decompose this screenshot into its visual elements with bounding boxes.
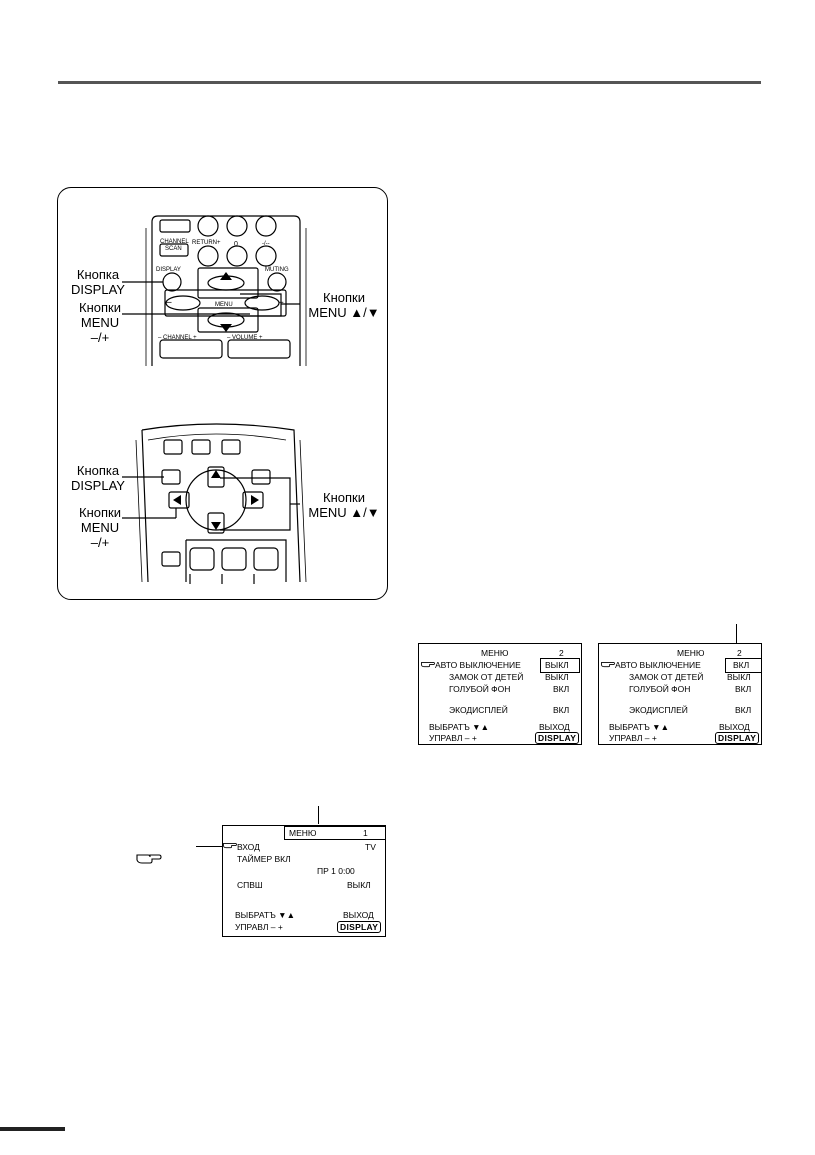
osd-select-label: ВЫБРАТЪ ▼▲ xyxy=(235,910,295,920)
osd-child-lock-label: ЗАМОК ОТ ДЕТЕЙ xyxy=(629,672,704,682)
down-arrow-icon xyxy=(211,522,221,530)
osd-spvsh-label: СПВШ xyxy=(237,880,263,890)
highlight-auto-off-value xyxy=(540,658,580,673)
osd-display-badge: DISPLAY xyxy=(337,921,382,933)
osd-timer-label: ТАЙМЕР ВКЛ xyxy=(237,854,291,864)
osd-auto-off-label: АВТО ВЫКЛЮЧЕНИЕ xyxy=(435,660,521,670)
osd-control-label: УПРАВЛ – + xyxy=(429,733,477,743)
callout-line-menu-title xyxy=(318,806,319,824)
osd-spvsh-value: ВЫКЛ xyxy=(347,880,371,890)
osd-auto-off-value: ВЫКЛ xyxy=(545,660,569,670)
osd-input-value: TV xyxy=(365,842,376,852)
highlight-auto-off-value xyxy=(725,658,762,673)
remote-1 xyxy=(145,215,307,366)
svg-text:– CHANNEL +: – CHANNEL + xyxy=(158,335,197,341)
svg-text:–: – xyxy=(166,297,172,308)
label-menu-minus-plus-1: Кнопки MENU –/+ xyxy=(79,300,121,345)
osd-display-badge: DISPLAY xyxy=(715,732,760,744)
osd-blue-bg-value: ВКЛ xyxy=(735,684,752,694)
left-arrow-icon xyxy=(173,495,181,505)
osd-menu-page-2-on: МЕНЮ 2 АВТО ВЫКЛЮЧЕНИЕ ВКЛ ЗАМОК ОТ ДЕТЕ… xyxy=(598,643,762,745)
highlight-menu-title xyxy=(284,826,386,840)
osd-page-number: 2 xyxy=(559,648,564,658)
osd-timer-value: ПР 1 0:00 xyxy=(317,866,355,876)
osd-page-number: 1 xyxy=(363,828,368,838)
osd-exit-label: ВЫХОД xyxy=(343,910,374,920)
remote-2-callouts xyxy=(122,476,300,531)
pointer-icon xyxy=(223,842,237,849)
label-display-button-1: Кнопка DISPLAY xyxy=(71,267,125,297)
osd-child-lock-value: ВЫКЛ xyxy=(545,672,569,682)
osd-blue-bg-value: ВКЛ xyxy=(553,684,570,694)
remote-illustrations: CHANNEL SCAN RETURN+ 0 -/-- DISPLAY MUTI… xyxy=(122,215,307,584)
osd-title: МЕНЮ xyxy=(289,828,317,838)
osd-menu-page-2-off: МЕНЮ 2 АВТО ВЫКЛЮЧЕНИЕ ВЫКЛ ЗАМОК ОТ ДЕТ… xyxy=(418,643,582,745)
osd-control-label: УПРАВЛ – + xyxy=(609,733,657,743)
osd-select-label: ВЫБРАТЪ ▼▲ xyxy=(609,722,669,732)
svg-text:MENU: MENU xyxy=(215,302,233,308)
osd-eco-value: ВКЛ xyxy=(735,705,752,715)
osd-menu-page-1: МЕНЮ 1 ВХОД TV ТАЙМЕР ВКЛ ПР 1 0:00 СПВШ… xyxy=(222,825,386,937)
svg-text:– VOLUME +: – VOLUME + xyxy=(227,335,263,341)
svg-text:+: + xyxy=(278,298,284,309)
pointing-hand-icon xyxy=(136,854,162,864)
osd-title: МЕНЮ xyxy=(481,648,509,658)
callout-line-value xyxy=(736,624,737,658)
osd-select-label: ВЫБРАТЪ ▼▲ xyxy=(429,722,489,732)
top-rule xyxy=(58,81,761,84)
menu-up-arrow-icon xyxy=(220,272,232,280)
osd-blue-bg-label: ГОЛУБОЙ ФОН xyxy=(629,684,691,694)
label-menu-up-down-1: Кнопки MENU ▲/▼ xyxy=(308,290,380,320)
osd-page-number: 2 xyxy=(737,648,742,658)
osd-control-label: УПРАВЛ – + xyxy=(235,922,283,932)
right-arrow-icon xyxy=(251,495,259,505)
osd-eco-label: ЭКОДИСПЛЕЙ xyxy=(629,705,688,715)
svg-text:CHANNEL: CHANNEL xyxy=(160,239,189,245)
remote-2 xyxy=(135,423,307,584)
osd-display-badge: DISPLAY xyxy=(535,732,580,744)
osd-exit-label: ВЫХОД xyxy=(539,722,570,732)
label-display-button-2: Кнопка DISPLAY xyxy=(71,463,125,493)
osd-auto-off-value: ВКЛ xyxy=(733,660,750,670)
osd-input-label: ВХОД xyxy=(237,842,260,852)
pointer-icon xyxy=(421,661,435,668)
svg-text:RETURN+: RETURN+ xyxy=(192,240,221,246)
osd-child-lock-value: ВЫКЛ xyxy=(727,672,751,682)
osd-child-lock-label: ЗАМОК ОТ ДЕТЕЙ xyxy=(449,672,524,682)
pointer-icon xyxy=(601,661,615,668)
callout-line-pointer xyxy=(196,846,230,847)
svg-text:SCAN: SCAN xyxy=(165,246,182,252)
svg-text:DISPLAY: DISPLAY xyxy=(156,267,181,273)
osd-title: МЕНЮ xyxy=(677,648,705,658)
osd-eco-value: ВКЛ xyxy=(553,705,570,715)
remote-illustration-panel xyxy=(57,187,388,600)
label-menu-minus-plus-2: Кнопки MENU –/+ xyxy=(79,505,121,550)
up-arrow-icon xyxy=(211,470,221,478)
osd-blue-bg-label: ГОЛУБОЙ ФОН xyxy=(449,684,511,694)
svg-text:-/--: -/-- xyxy=(262,241,270,247)
label-menu-up-down-2: Кнопки MENU ▲/▼ xyxy=(308,490,380,520)
svg-text:MUTING: MUTING xyxy=(265,267,289,273)
svg-text:0: 0 xyxy=(234,241,238,248)
bottom-rule xyxy=(0,1127,65,1131)
menu-down-arrow-icon xyxy=(220,324,232,332)
osd-eco-label: ЭКОДИСПЛЕЙ xyxy=(449,705,508,715)
osd-auto-off-label: АВТО ВЫКЛЮЧЕНИЕ xyxy=(615,660,701,670)
osd-exit-label: ВЫХОД xyxy=(719,722,750,732)
remote-1-callouts xyxy=(122,281,300,317)
